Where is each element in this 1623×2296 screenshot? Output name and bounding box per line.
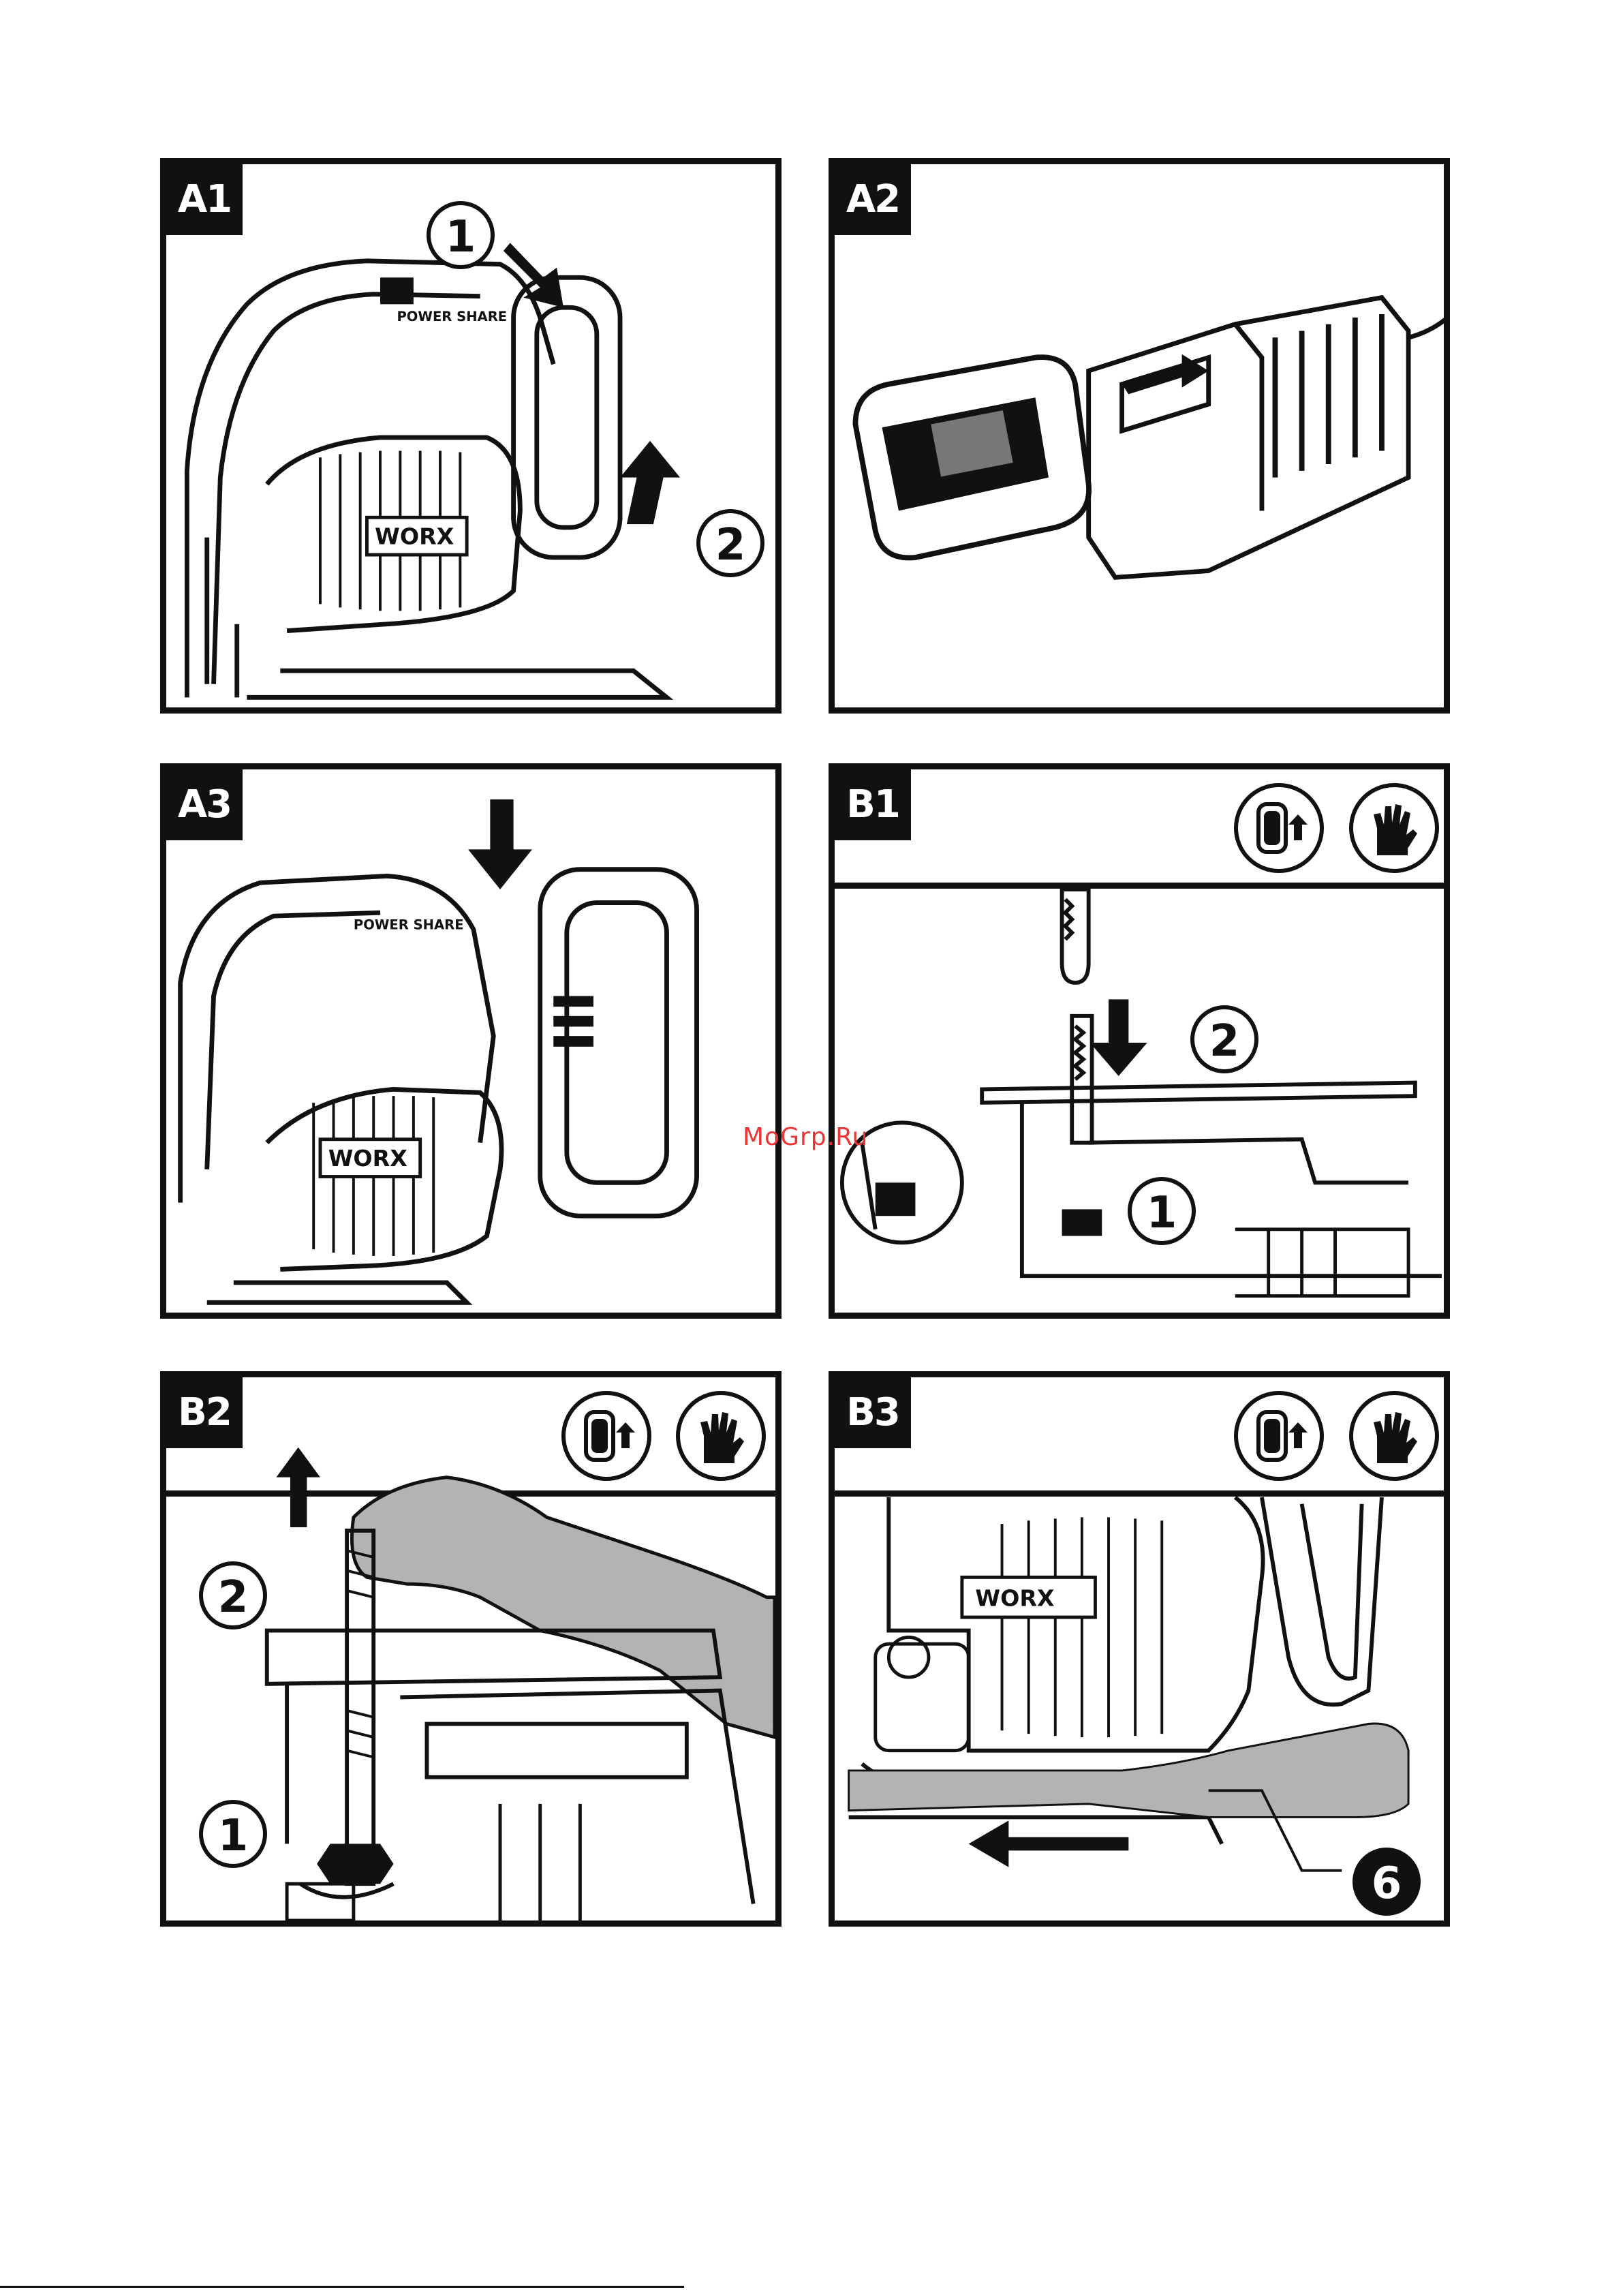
brand-logo: WORX: [375, 523, 454, 549]
panel-a3: A3 WORX POWER SHARE: [160, 763, 782, 1319]
power-share-badge: POWER SHARE: [354, 917, 464, 933]
step-number-2: 2: [1190, 1005, 1258, 1073]
step-number-1: 1: [427, 201, 495, 269]
power-share-badge: POWER SHARE: [397, 309, 507, 324]
watermark-text: MoGrp.Ru: [743, 1123, 868, 1151]
step-number-2: 2: [199, 1561, 267, 1629]
panel-a2: A2: [829, 158, 1450, 714]
brand-logo: WORX: [975, 1585, 1054, 1611]
step-number-1: 1: [1128, 1177, 1196, 1245]
panel-b3: B3 WORX 6: [829, 1371, 1450, 1927]
dust-extraction-illustration: WORX: [835, 1377, 1444, 1920]
battery-charger-illustration: [835, 164, 1444, 707]
panel-b1: B1 2 1: [829, 763, 1450, 1319]
jigsaw-battery-insert-illustration: WORX POWER SHARE: [166, 769, 775, 1313]
step-number-1: 1: [199, 1800, 267, 1868]
step-number-2: 2: [696, 509, 764, 577]
step-number-6: 6: [1352, 1848, 1421, 1916]
brand-logo: WORX: [328, 1145, 407, 1172]
footer-rule: [0, 2286, 684, 2288]
panel-a1: A1 WORX POWER SHARE 1 2: [160, 158, 782, 714]
panel-b2: B2 2 1: [160, 1371, 782, 1927]
